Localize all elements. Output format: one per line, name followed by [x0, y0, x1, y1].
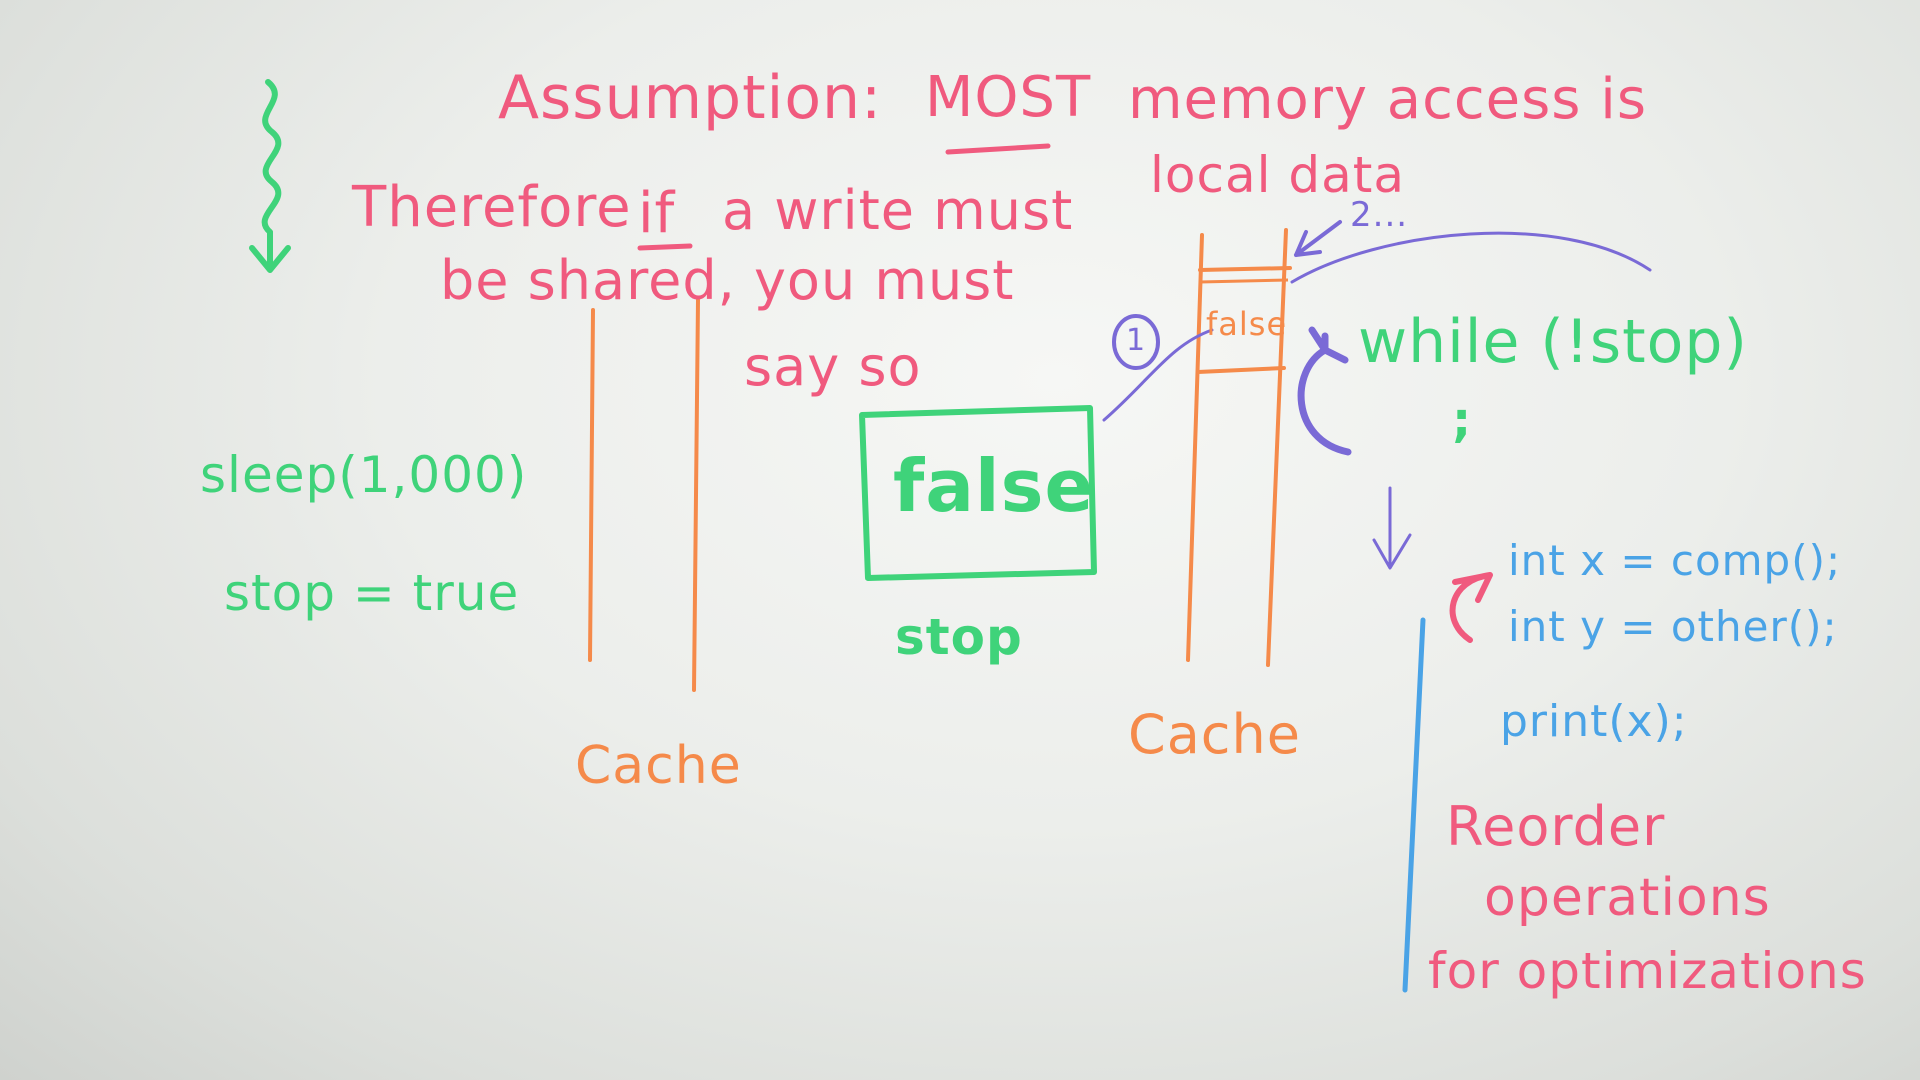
right-cache-cell-top	[1199, 278, 1289, 284]
step1-marker: 1	[1126, 323, 1147, 358]
step1-circle	[1112, 314, 1160, 370]
stop-true-text: stop = true	[224, 564, 520, 622]
reorder-line-3: for optimizations	[1428, 942, 1867, 1000]
reorder-line-1: Reorder	[1446, 795, 1666, 858]
most-underline	[945, 143, 1051, 155]
say-so-text: say so	[744, 335, 922, 398]
reorder-line-2: operations	[1484, 868, 1771, 928]
if-underline	[637, 243, 693, 251]
code-divider-line	[1402, 617, 1426, 993]
left-cache-label: Cache	[575, 736, 742, 796]
memory-box	[859, 405, 1097, 581]
swap-arrow	[1449, 572, 1493, 643]
left-cache-column-right	[692, 298, 700, 692]
memory-access-text: memory access is	[1128, 67, 1648, 132]
left-cache-column-left	[588, 308, 595, 662]
load-arrow	[1102, 328, 1214, 422]
code-line-3: print(x);	[1500, 696, 1688, 747]
arrow-2	[1294, 220, 1342, 257]
right-cache-cell-bottom	[1196, 366, 1286, 374]
local-data-text: local data	[1150, 146, 1406, 204]
code-line-2: int y = other();	[1508, 602, 1838, 651]
down-arrow	[1372, 486, 1412, 570]
if-text: if	[638, 181, 676, 246]
semicolon-text: ;	[1452, 392, 1473, 448]
while-loop-text: while (!stop)	[1358, 307, 1748, 377]
right-cache-column-left	[1186, 233, 1204, 662]
sleep-call-text: sleep(1,000)	[200, 446, 528, 504]
memory-label-text: stop	[895, 608, 1023, 666]
most-text: MOST	[925, 65, 1092, 130]
right-cache-top-line	[1198, 266, 1292, 272]
squiggle-arrow	[249, 79, 291, 273]
loop-arrow	[1297, 326, 1352, 456]
step2-marker: 2...	[1350, 195, 1409, 235]
right-cache-column-right	[1266, 228, 1288, 667]
code-line-1: int x = comp();	[1508, 536, 1842, 585]
cache-to-thread-arc	[1290, 231, 1652, 284]
right-cache-label: Cache	[1128, 703, 1301, 766]
a-write-must-text: a write must	[722, 179, 1074, 242]
memory-value-text: false	[893, 444, 1095, 528]
be-shared-text: be shared, you must	[440, 249, 1015, 312]
cached-value-text: false	[1206, 305, 1288, 343]
therefore-text: Therefore	[352, 175, 632, 240]
assumption-text: Assumption:	[498, 63, 883, 133]
